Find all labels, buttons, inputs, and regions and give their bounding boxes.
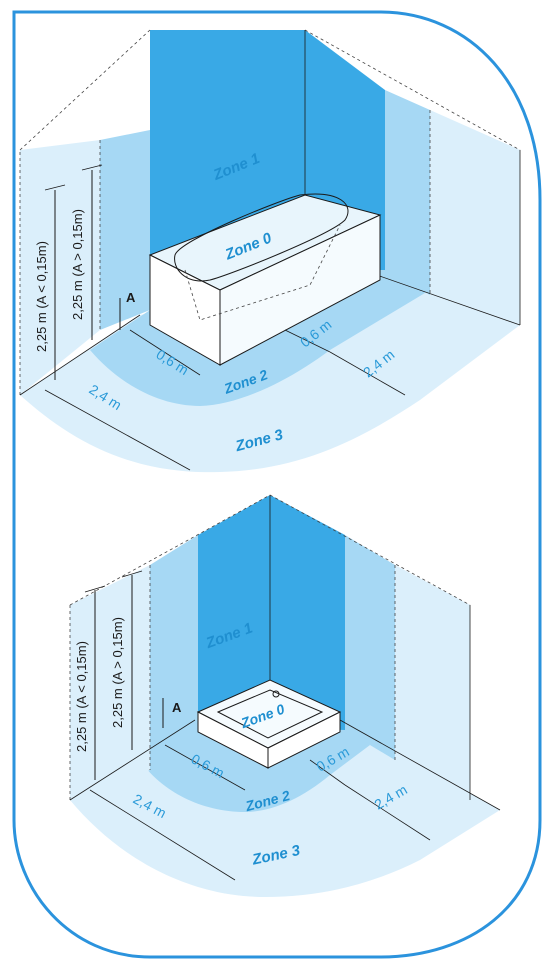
zone1-wall: [198, 495, 345, 730]
height-label-a-large: 2,25 m (A > 0,15m): [70, 209, 85, 320]
tick: [84, 585, 106, 593]
zone3-wall-left: [20, 140, 100, 395]
bathtub-diagram: Zone 1 Zone 0 Zone 2 Zone 3 2,25 m (A < …: [19, 29, 521, 473]
floor-edge: [339, 719, 501, 811]
outer-frame: [12, 10, 542, 959]
tick: [81, 164, 103, 171]
zone2-wall-right: [345, 535, 395, 760]
wall-edge: [269, 494, 471, 606]
height-label-a-large: 2,25 m (A > 0,15m): [110, 617, 125, 728]
zone2-wall-right: [385, 90, 430, 295]
shower-tray: [196, 679, 342, 769]
height-label-a-small: 2,25 m (A < 0,15m): [34, 241, 49, 352]
floor-edge: [69, 719, 196, 801]
bathtub: [148, 193, 382, 366]
shower-diagram: Zone 1 Zone 0 Zone 2 Zone 3 2,25 m (A < …: [69, 494, 501, 897]
dim-line-06-left: [129, 329, 201, 376]
dim-line-24-left: [89, 789, 236, 881]
zone3-wall-right: [395, 565, 470, 800]
wall-edge: [304, 29, 521, 151]
zone2-wall-left: [100, 130, 150, 330]
tick: [121, 570, 143, 578]
a-label: A: [126, 290, 136, 305]
dim-line-24-right: [344, 784, 431, 841]
zone3-wall-right: [430, 110, 520, 325]
tick: [44, 184, 66, 191]
dim-line-24-right: [329, 351, 406, 396]
zone2-wall-left: [150, 535, 198, 770]
zone3-wall-left: [70, 565, 150, 800]
wall-edge: [19, 29, 151, 151]
dim-line-06-left: [164, 744, 246, 791]
dim-line-06-right: [309, 759, 346, 786]
dim-line-06-right: [284, 329, 331, 353]
dim-line-24-left: [44, 389, 191, 471]
height-label-a-small: 2,25 m (A < 0,15m): [74, 641, 89, 752]
a-label: A: [172, 700, 182, 715]
